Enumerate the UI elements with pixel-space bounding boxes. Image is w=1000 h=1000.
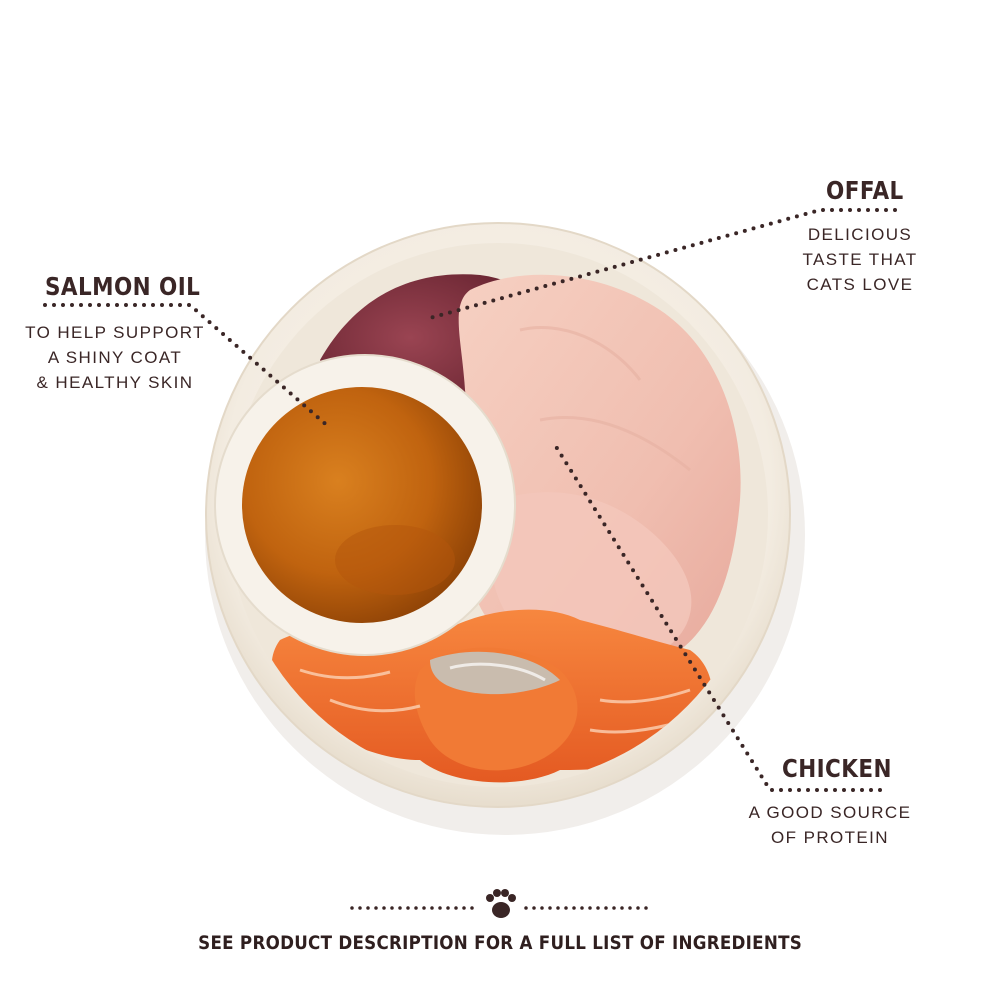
offal-desc-line: TASTE THAT	[802, 250, 918, 269]
offal-desc-line: DELICIOUS	[807, 225, 913, 244]
footer-note: SEE PRODUCT DESCRIPTION FOR A FULL LIST …	[0, 932, 1000, 954]
offal-description: DELICIOUS TASTE THAT CATS LOVE	[790, 222, 930, 297]
chicken-description: A GOOD SOURCE OF PROTEIN	[735, 800, 925, 850]
chicken-desc-line: A GOOD SOURCE	[748, 803, 912, 822]
offal-title: OFFAL	[826, 176, 904, 205]
chicken-title: CHICKEN	[782, 754, 892, 783]
offal-desc-line: CATS LOVE	[806, 275, 914, 294]
salmon-oil-title: SALMON OIL	[45, 272, 201, 301]
offal-leader-line	[428, 208, 897, 320]
salmon-oil-desc-line: A SHINY COAT	[47, 348, 183, 367]
salmon-oil-desc-line: TO HELP SUPPORT	[25, 323, 205, 342]
chicken-leader-line	[553, 443, 882, 792]
salmon-oil-desc-line: & HEALTHY SKIN	[36, 373, 194, 392]
footer-text: SEE PRODUCT DESCRIPTION FOR A FULL LIST …	[198, 932, 802, 954]
salmon-oil-description: TO HELP SUPPORT A SHINY COAT & HEALTHY S…	[20, 320, 210, 395]
chicken-desc-line: OF PROTEIN	[771, 828, 889, 847]
salmon-oil-leader-line	[43, 303, 332, 430]
paw-icon	[486, 889, 516, 918]
